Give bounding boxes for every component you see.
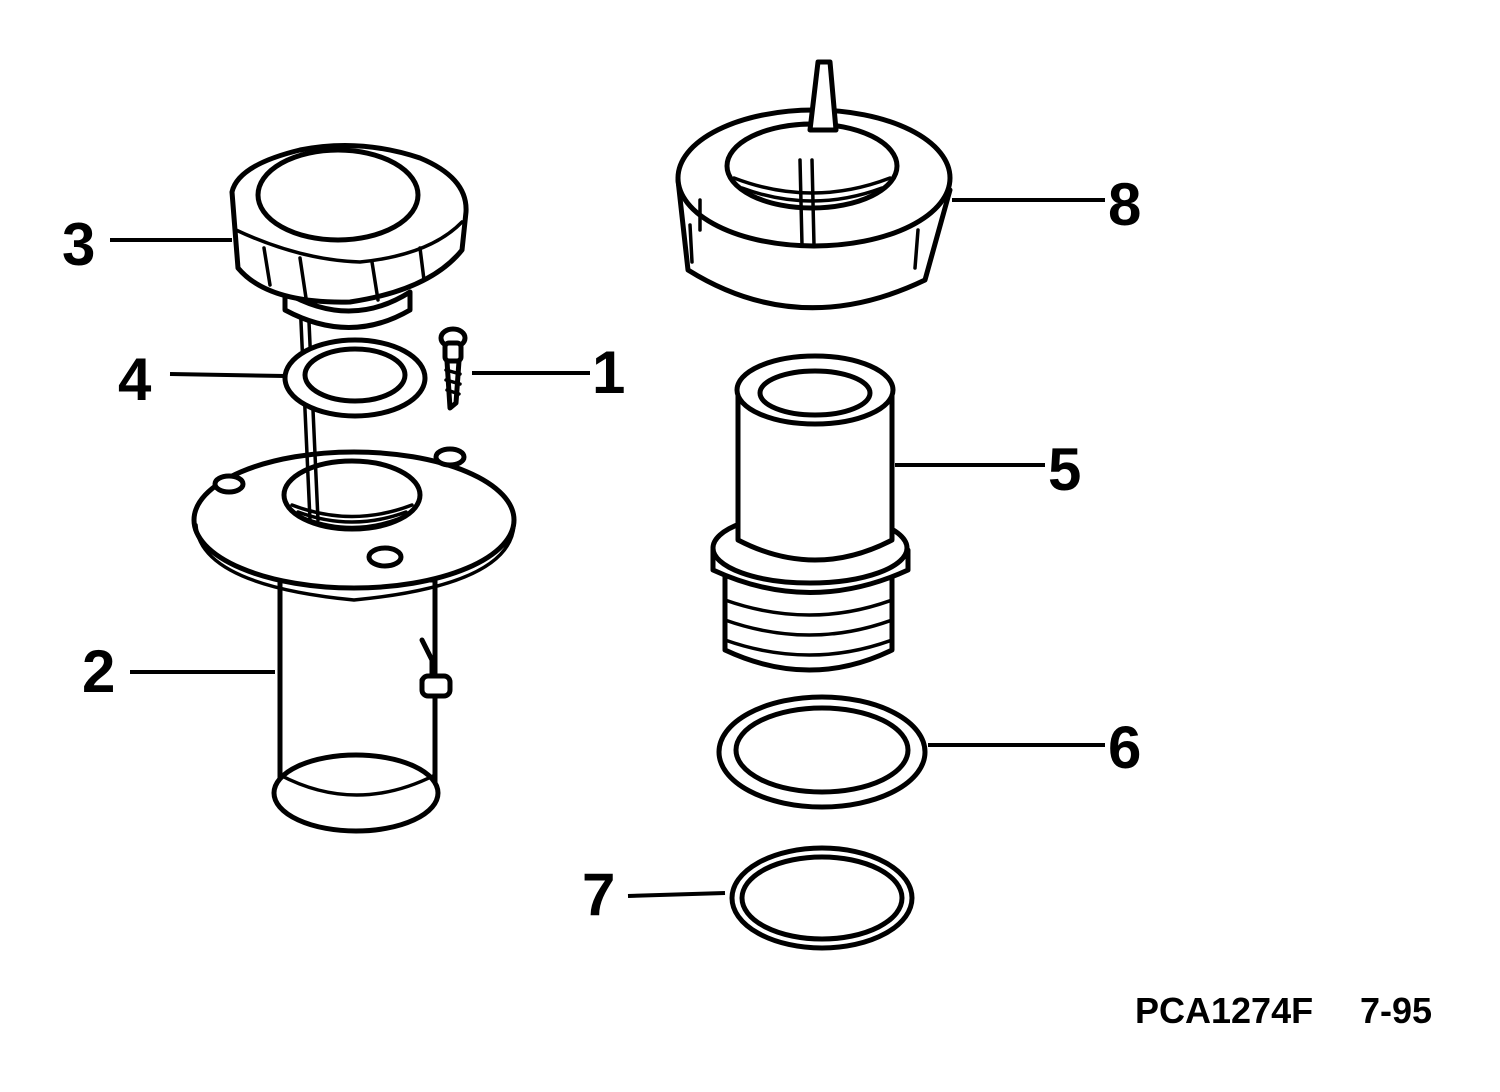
drawing-code: PCA1274F [1135, 990, 1314, 1031]
callout-4: 4 [118, 346, 152, 413]
callout-2: 2 [82, 638, 115, 705]
part-8-ring-nut [675, 59, 953, 311]
leader-4 [169, 372, 286, 378]
part-3-fuel-cap [229, 143, 469, 330]
callout-7: 7 [582, 861, 615, 928]
part-1-screw [438, 326, 468, 411]
part-5-adapter-sleeve [710, 353, 911, 673]
part-7-o-ring [729, 845, 915, 951]
part-6-o-ring [716, 694, 928, 810]
part-2-filler-neck [191, 446, 517, 834]
callout-6: 6 [1108, 714, 1141, 781]
callout-8: 8 [1108, 171, 1141, 238]
leader-7 [627, 891, 726, 898]
tether-strap [298, 298, 312, 522]
callout-5: 5 [1048, 436, 1081, 503]
part-4-gasket [282, 337, 428, 419]
callout-3: 3 [62, 211, 95, 278]
callout-1: 1 [592, 339, 625, 406]
drawing-date: 7-95 [1360, 990, 1433, 1031]
